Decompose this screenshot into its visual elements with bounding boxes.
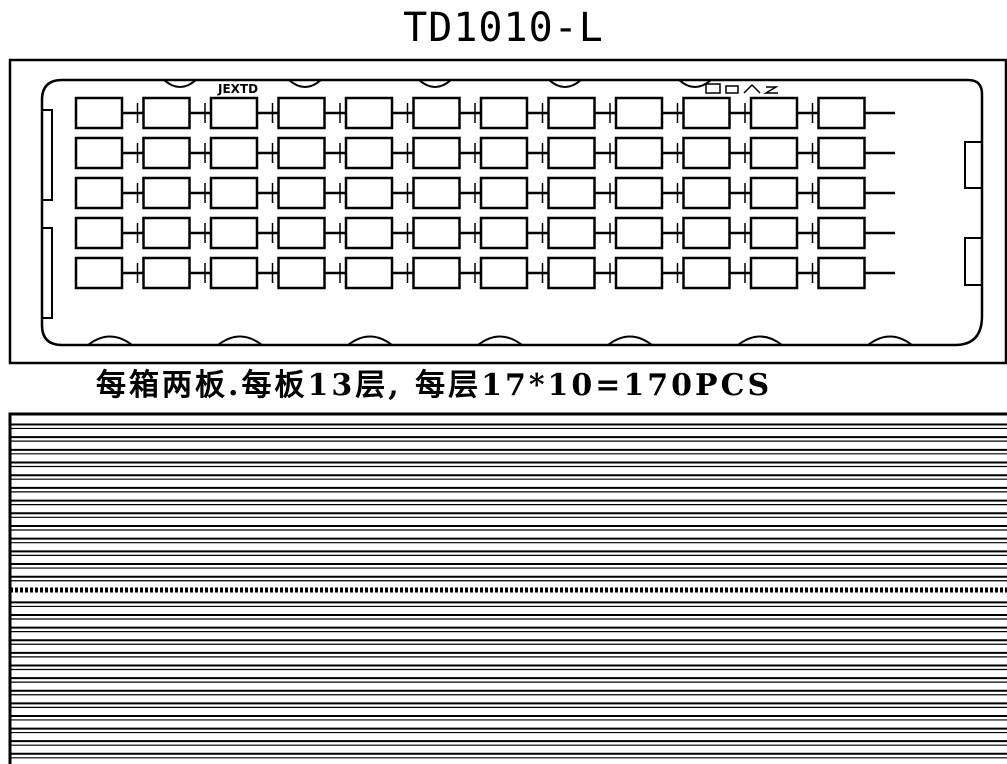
tray-cell: [344, 256, 394, 290]
tray-left-tab: [42, 109, 53, 201]
tray-cell: [344, 136, 394, 170]
tray-cell: [412, 256, 461, 290]
tray-cell: [74, 176, 124, 210]
tray-cell: [344, 96, 394, 130]
tray-cell: [614, 216, 664, 250]
tray-cell: [344, 216, 394, 250]
tray-notch-bottom: [737, 335, 783, 346]
stack-side-view: [8, 412, 1007, 764]
tray-notch-bottom: [347, 335, 393, 346]
tray-cell: [817, 136, 866, 170]
tray-notch-bottom: [217, 335, 263, 346]
tray-cell-grid: [74, 96, 895, 290]
tray-cell: [277, 176, 326, 210]
tray-cell: [142, 216, 191, 250]
tray-cell: [412, 216, 461, 250]
tray-cell: [277, 256, 326, 290]
tray-side-tabs: [42, 109, 982, 319]
tray-cell: [614, 256, 664, 290]
tray-cell: [209, 256, 259, 290]
tray-edge-notches: [87, 79, 913, 346]
tray-cell: [142, 256, 191, 290]
tray-cell: [479, 216, 529, 250]
tray-cell: [749, 136, 799, 170]
tray-cell: [547, 96, 596, 130]
tray-cell: [749, 256, 799, 290]
tray-cell: [412, 136, 461, 170]
tray-cell: [682, 176, 731, 210]
tray-cell: [749, 216, 799, 250]
tray-cell: [614, 136, 664, 170]
tray-inner-outline: [40, 78, 984, 347]
tray-cell: [479, 96, 529, 130]
tray-marking-right-glyphs: [705, 83, 779, 94]
tray-cell: [547, 176, 596, 210]
tray-cell: [277, 136, 326, 170]
tray-cell: [682, 136, 731, 170]
tray-notch-top: [163, 79, 197, 88]
tray-cell: [817, 96, 866, 130]
tray-right-tab: [964, 141, 982, 189]
stack-layer-lines: [10, 423, 1007, 759]
tray-cell: [682, 96, 731, 130]
tray-cell: [209, 216, 259, 250]
tray-cell: [817, 216, 866, 250]
tray-cell: [74, 136, 124, 170]
tray-cell: [277, 96, 326, 130]
tray-cell: [817, 256, 866, 290]
tray-cell: [479, 136, 529, 170]
tray-notch-top: [548, 79, 582, 88]
tray-cell: [614, 176, 664, 210]
tray-cell: [479, 176, 529, 210]
tray-cell: [74, 256, 124, 290]
tray-cell: [614, 96, 664, 130]
tray-cell: [682, 216, 731, 250]
drawing-title: TD1010-L: [403, 5, 604, 51]
tray-cell: [209, 136, 259, 170]
tray-cell: [412, 176, 461, 210]
tray-cell: [412, 96, 461, 130]
tray-cell: [479, 256, 529, 290]
tray-cell: [209, 96, 259, 130]
tray-cell: [142, 96, 191, 130]
tray-left-tab: [42, 227, 53, 319]
tray-top-view: JEXTD: [8, 58, 1007, 365]
tray-cell: [344, 176, 394, 210]
tray-notch-bottom: [867, 335, 913, 346]
tray-cell: [547, 136, 596, 170]
tray-cell: [277, 216, 326, 250]
tray-cell: [547, 256, 596, 290]
tray-outer-frame: [8, 58, 1007, 365]
tray-cell: [74, 96, 124, 130]
packing-caption: 每箱两板.每板13层, 每层17*10=170PCS: [96, 368, 773, 403]
tray-notch-top: [418, 79, 452, 88]
tray-cell: [547, 216, 596, 250]
tray-cell: [209, 176, 259, 210]
tray-notch-bottom: [607, 335, 653, 346]
tray-cell: [749, 96, 799, 130]
tray-cell: [749, 176, 799, 210]
tray-cell: [682, 256, 731, 290]
tray-marking-left: JEXTD: [217, 82, 258, 96]
tray-cell: [142, 176, 191, 210]
tray-cell: [74, 216, 124, 250]
tray-cell: [142, 136, 191, 170]
tray-cell: [817, 176, 866, 210]
tray-notch-top: [288, 79, 322, 88]
tray-notch-top: [678, 79, 712, 88]
tray-notch-bottom: [477, 335, 523, 346]
tray-notch-bottom: [87, 335, 133, 346]
tray-right-tab: [964, 237, 982, 286]
